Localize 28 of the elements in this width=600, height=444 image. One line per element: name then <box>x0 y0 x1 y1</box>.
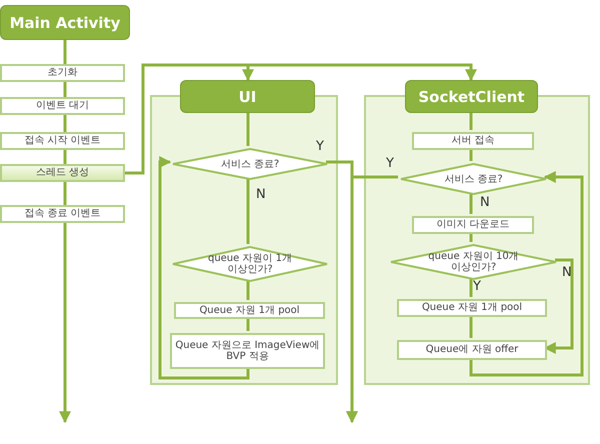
decision-diamond: queue 자원이 10개 이상인가? <box>390 244 557 280</box>
connector-arrow <box>346 176 398 424</box>
decision-diamond: 서비스 종료? <box>172 148 328 180</box>
process-box: Queue 자원으로 ImageView에 BVP 적용 <box>170 333 325 369</box>
process-box: Queue에 자원 offer <box>397 340 547 360</box>
edge-label: Y <box>386 157 394 170</box>
edge-label: N <box>562 266 572 279</box>
process-box: 접속 종료 이벤트 <box>0 205 125 223</box>
edge-label: N <box>480 196 490 209</box>
connector-arrow <box>158 156 250 380</box>
header-box: UI <box>180 80 315 113</box>
process-box: 스레드 생성 <box>0 164 125 182</box>
process-box: 서버 접속 <box>412 132 534 150</box>
header-box: Main Activity <box>0 5 130 40</box>
decision-diamond: 서비스 종료? <box>400 163 547 195</box>
connector-arrow <box>59 223 71 424</box>
process-box: 이벤트 대기 <box>0 97 125 115</box>
process-box: 접속 시작 이벤트 <box>0 132 125 150</box>
edge-label: Y <box>473 280 481 293</box>
connector-arrow <box>470 171 584 376</box>
process-box: 이미지 다운로드 <box>412 216 534 234</box>
decision-diamond: queue 자원이 1개 이상인가? <box>172 246 328 282</box>
process-box: 초기화 <box>0 64 125 82</box>
edge-label: N <box>256 188 266 201</box>
process-box: Queue 자원 1개 pool <box>397 299 547 317</box>
header-box: SocketClient <box>405 80 538 113</box>
connector-arrow <box>125 64 477 174</box>
process-box: Queue 자원 1개 pool <box>174 302 325 319</box>
